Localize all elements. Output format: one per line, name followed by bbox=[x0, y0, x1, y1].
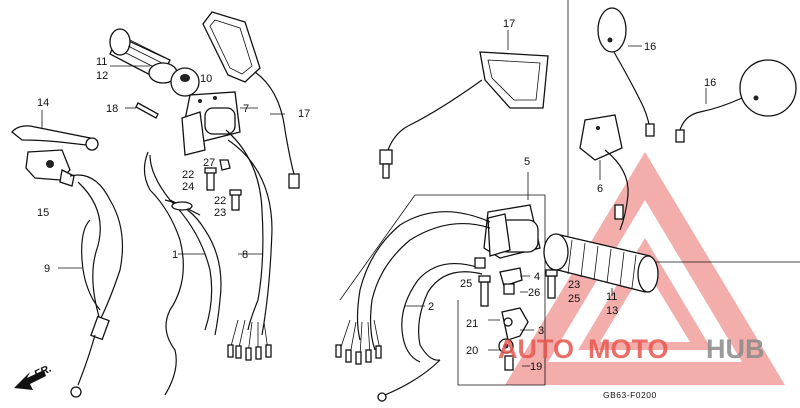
left-switch-housing bbox=[181, 91, 258, 156]
left-grip bbox=[109, 28, 200, 97]
callout-24: 24 bbox=[182, 181, 194, 193]
callout-3: 3 bbox=[538, 325, 544, 337]
throttle-grip bbox=[543, 233, 659, 296]
callout-17-left: 17 bbox=[298, 108, 310, 120]
callout-22-upper: 22 bbox=[182, 169, 194, 181]
callout-14: 14 bbox=[37, 97, 49, 109]
callout-9: 9 bbox=[44, 263, 50, 275]
callout-10: 10 bbox=[200, 73, 212, 85]
front-direction-arrow bbox=[14, 370, 46, 390]
callout-11-right: 11 bbox=[606, 291, 617, 303]
watermark-moto: MOTO bbox=[588, 334, 669, 364]
center-switch-housing bbox=[483, 172, 541, 259]
callout-5: 5 bbox=[524, 156, 530, 168]
callout-2: 2 bbox=[428, 301, 434, 313]
callout-1: 1 bbox=[172, 249, 178, 261]
callout-25-center: 25 bbox=[460, 278, 472, 290]
watermark-auto: AUTO bbox=[498, 334, 574, 364]
callout-12: 12 bbox=[96, 70, 108, 82]
clutch-lever bbox=[11, 110, 99, 187]
throttle-cables bbox=[335, 211, 491, 402]
callout-23-right: 23 bbox=[568, 279, 580, 291]
small-fasteners-left bbox=[204, 159, 242, 211]
callout-26: 26 bbox=[528, 287, 540, 299]
callout-11-left: 11 bbox=[96, 56, 107, 68]
screw-18 bbox=[125, 102, 159, 119]
callout-16-top: 16 bbox=[644, 41, 656, 53]
callout-25-right: 25 bbox=[568, 293, 580, 305]
cables-left bbox=[58, 129, 273, 398]
callout-6: 6 bbox=[597, 183, 603, 195]
front-direction-label: FR. bbox=[32, 363, 53, 381]
callout-8: 8 bbox=[242, 249, 248, 261]
callout-20: 20 bbox=[466, 345, 478, 357]
right-switch bbox=[579, 114, 629, 231]
callout-16-right: 16 bbox=[704, 77, 716, 89]
callout-22-lower: 22 bbox=[214, 195, 226, 207]
callout-15: 15 bbox=[37, 207, 49, 219]
small-fasteners-center bbox=[478, 267, 558, 371]
callout-7: 7 bbox=[243, 103, 249, 115]
callout-19: 19 bbox=[530, 361, 542, 373]
watermark-text: AUTO MOTO HUB bbox=[498, 334, 765, 364]
callout-18: 18 bbox=[106, 103, 118, 115]
center-mirror bbox=[379, 30, 549, 179]
diagram-code: GB63-F0200 bbox=[603, 390, 657, 400]
callout-21: 21 bbox=[466, 318, 478, 330]
callout-13: 13 bbox=[606, 305, 618, 317]
callout-labels: 17 16 16 17 11 12 10 7 14 18 27 22 24 22… bbox=[37, 18, 716, 373]
callout-17-center: 17 bbox=[503, 18, 515, 30]
callout-4: 4 bbox=[534, 271, 540, 283]
left-mirror bbox=[202, 11, 300, 189]
callout-27: 27 bbox=[203, 157, 215, 169]
callout-23-left: 23 bbox=[214, 207, 226, 219]
watermark-hub: HUB bbox=[706, 334, 765, 364]
right-mirrors bbox=[597, 7, 797, 143]
